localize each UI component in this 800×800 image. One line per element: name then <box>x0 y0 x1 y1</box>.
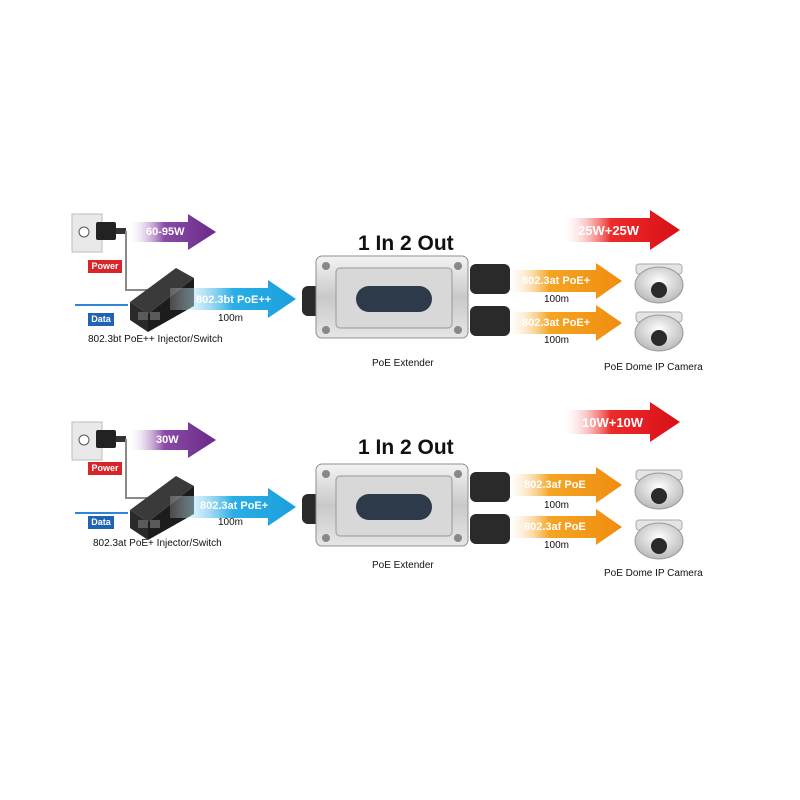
diagram-1-graphics <box>71 210 684 352</box>
input-standard-label: 802.3bt PoE++ <box>196 294 272 306</box>
power-cable <box>125 439 150 499</box>
output-standard-label: 802.3af PoE <box>524 521 586 533</box>
dome-camera-icon <box>634 311 684 352</box>
poe-extender-device <box>302 255 510 339</box>
diagram-2: 1 In 2 Out 30W Power Data 802.3at PoE+ I… <box>0 208 800 608</box>
power-tag: Power <box>88 462 122 475</box>
camera-label: PoE Dome IP Camera <box>604 362 703 373</box>
diagram-title: 1 In 2 Out <box>358 436 454 459</box>
output-arrow-1 <box>510 263 622 299</box>
output-distance-label: 100m <box>544 335 570 346</box>
power-tag: Power <box>88 260 122 273</box>
output-total-label: 10W+10W <box>582 415 644 430</box>
diagram-1: 1 In 2 Out 60-95W Power Data 802.3bt PoE… <box>71 210 703 373</box>
injector-label: 802.3bt PoE++ Injector/Switch <box>88 334 223 345</box>
dome-camera-icon <box>634 469 684 510</box>
power-budget-label: 60-95W <box>146 226 185 238</box>
dome-camera-icon <box>634 519 684 560</box>
input-arrow <box>170 488 296 526</box>
diagram-title: 1 In 2 Out <box>358 232 454 255</box>
input-distance-label: 100m <box>218 313 244 324</box>
data-tag: Data <box>88 313 114 326</box>
power-outlet-icon <box>71 421 126 461</box>
power-budget-label: 30W <box>156 434 179 446</box>
extender-label: PoE Extender <box>372 560 434 571</box>
output-distance-label: 100m <box>544 500 570 511</box>
output-arrow-2 <box>510 509 622 545</box>
injector-label: 802.3at PoE+ Injector/Switch <box>93 538 222 549</box>
power-outlet-icon <box>71 213 126 253</box>
input-standard-label: 802.3at PoE+ <box>200 500 269 512</box>
camera-label: PoE Dome IP Camera <box>604 568 703 579</box>
output-standard-label: 802.3at PoE+ <box>522 317 591 329</box>
output-total-arrow <box>565 210 680 250</box>
output-distance-label: 100m <box>544 294 570 305</box>
output-standard-label: 802.3at PoE+ <box>522 275 591 287</box>
output-standard-label: 802.3af PoE <box>524 479 586 491</box>
output-distance-label: 100m <box>544 540 570 551</box>
diagram-2-graphics <box>71 402 684 560</box>
power-cable <box>125 231 150 291</box>
power-budget-arrow <box>130 214 216 250</box>
power-budget-arrow <box>130 422 216 458</box>
dome-camera-icon <box>634 263 684 304</box>
output-arrow-1 <box>510 467 622 503</box>
data-tag: Data <box>88 516 114 529</box>
poe-extender-device <box>302 463 510 547</box>
output-arrow-2 <box>510 305 622 341</box>
input-distance-label: 100m <box>218 517 244 528</box>
output-total-label: 25W+25W <box>578 223 640 238</box>
extender-label: PoE Extender <box>372 358 434 369</box>
input-arrow <box>170 280 296 318</box>
output-total-arrow <box>565 402 680 442</box>
